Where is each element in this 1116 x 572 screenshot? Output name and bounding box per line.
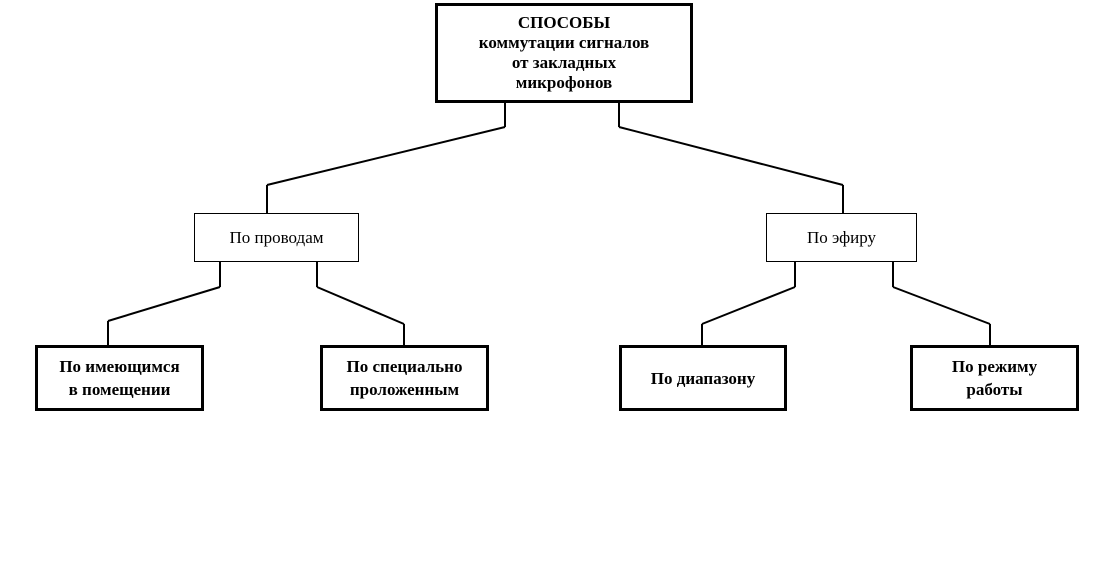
mode-title-1: По режиму bbox=[951, 357, 1038, 376]
range-title: По диапазону bbox=[650, 368, 756, 388]
connector bbox=[266, 126, 506, 186]
special-title-1: По специально bbox=[346, 357, 463, 376]
root-subtitle-3: микрофонов bbox=[515, 73, 613, 92]
air-label: По эфиру bbox=[806, 227, 877, 247]
mode-node: По режиму работы bbox=[910, 345, 1079, 411]
connector bbox=[107, 286, 221, 322]
wired-node: По проводам bbox=[194, 213, 359, 262]
special-node: По специально проложенным bbox=[320, 345, 489, 411]
root-node: СПОСОБЫ коммутации сигналов от закладных… bbox=[435, 3, 693, 103]
connector bbox=[701, 286, 796, 325]
connector bbox=[892, 286, 991, 325]
wired-label: По проводам bbox=[229, 227, 324, 247]
connector bbox=[316, 286, 405, 325]
special-title-2: проложенным bbox=[349, 380, 460, 399]
existing-title-2: в помещении bbox=[68, 380, 171, 399]
mode-title-2: работы bbox=[966, 380, 1023, 399]
connector bbox=[618, 126, 844, 186]
root-title: СПОСОБЫ bbox=[517, 13, 611, 32]
existing-node: По имеющимся в помещении bbox=[35, 345, 204, 411]
existing-title-1: По имеющимся bbox=[59, 357, 180, 376]
root-subtitle-1: коммутации сигналов bbox=[478, 33, 650, 52]
range-node: По диапазону bbox=[619, 345, 787, 411]
root-subtitle-2: от закладных bbox=[511, 53, 617, 72]
air-node: По эфиру bbox=[766, 213, 917, 262]
